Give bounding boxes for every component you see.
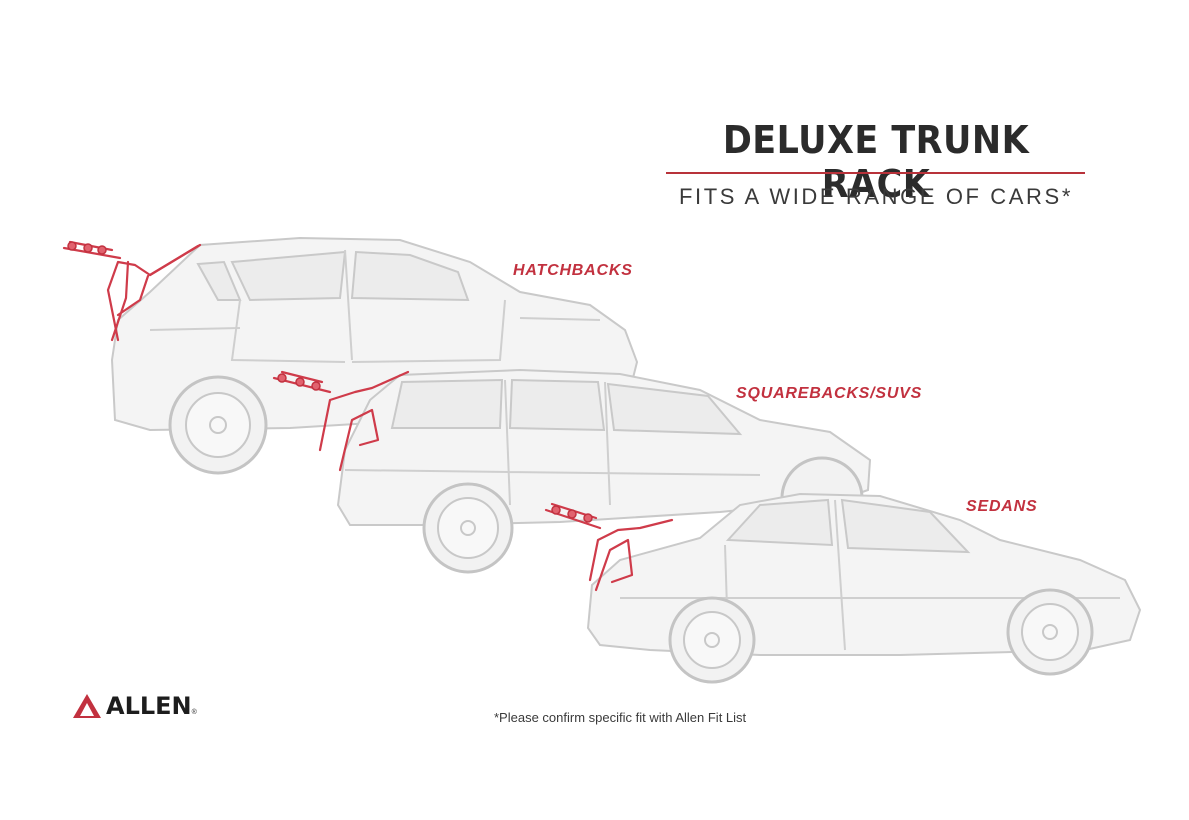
brand-name: ALLEN — [106, 692, 192, 720]
squareback-bike-rack — [272, 370, 410, 472]
label-squarebacks-suvs: SQUAREBACKS/SUVS — [736, 385, 923, 402]
page-title: DELUXE TRUNK RACK — [722, 118, 1030, 206]
registered-mark: ® — [191, 709, 197, 716]
sedan-bike-rack — [544, 502, 674, 592]
title-divider — [666, 172, 1085, 174]
allen-triangle-logo-icon — [73, 694, 101, 718]
allen-brand-logo: ALLEN ® — [72, 692, 197, 720]
label-sedans: SEDANS — [966, 498, 1038, 515]
label-hatchbacks: HATCHBACKS — [513, 262, 633, 279]
fit-footnote: *Please confirm specific fit with Allen … — [494, 710, 747, 725]
hatchback-bike-rack — [62, 240, 202, 342]
sedan-car-illustration — [586, 492, 1142, 684]
page-subtitle: FITS A WIDE RANGE OF CARS* — [679, 184, 1073, 209]
squareback-car-illustration — [336, 368, 872, 574]
